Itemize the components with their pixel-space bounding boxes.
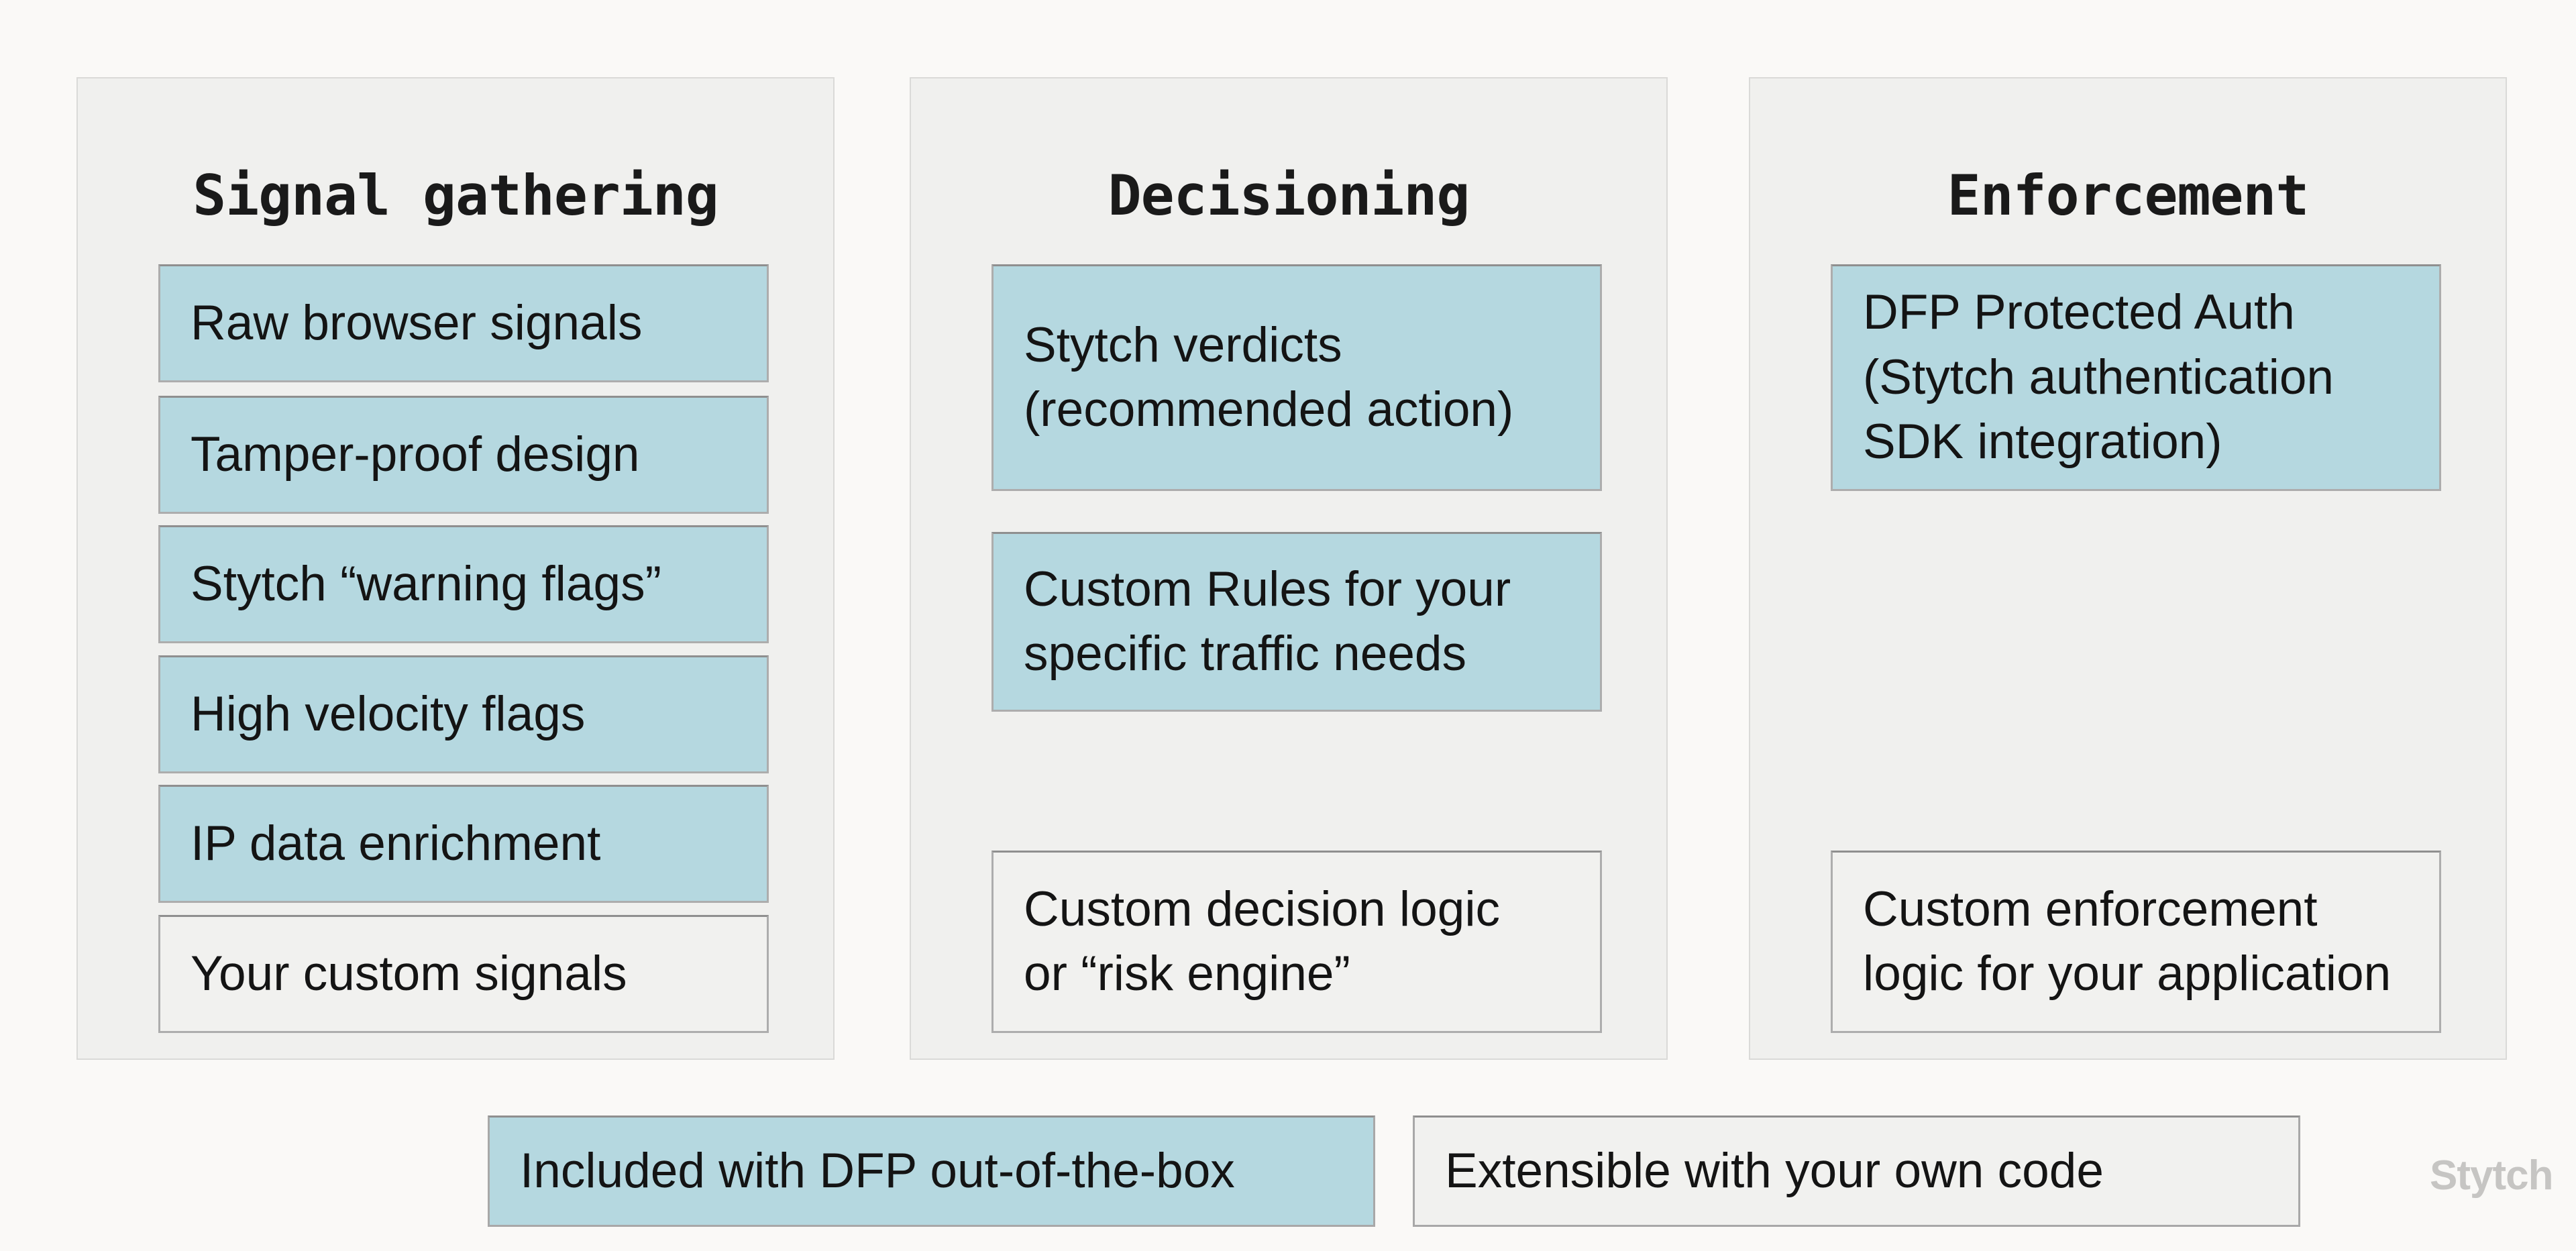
stytch-logo: Stytch [2430,1152,2553,1199]
panel-title-enforcement: Enforcement [1947,163,2310,228]
feature-box-custom-enforcement-logic: Custom enforcement logic for your applic… [1831,851,2441,1033]
feature-box-label: Tamper-proof design [191,427,640,482]
legend-extensible-label: Extensible with your own code [1445,1144,2104,1199]
legend-included-label: Included with DFP out-of-the-box [520,1144,1235,1199]
feature-box-dfp-protected-auth: DFP Protected Auth (Stytch authenticatio… [1831,264,2441,491]
feature-box-label: Stytch verdicts (recommended action) [1024,317,1514,437]
panel-enforcement: Enforcement DFP Protected Auth (Stytch a… [1749,77,2507,1060]
feature-box-custom-decision-logic: Custom decision logic or “risk engine” [991,851,1602,1033]
legend-included-swatch: Included with DFP out-of-the-box [488,1116,1375,1227]
feature-box-high-velocity-flags: High velocity flags [158,655,769,773]
feature-box-raw-browser-signals: Raw browser signals [158,264,769,382]
feature-box-label: Your custom signals [191,946,627,1001]
legend-extensible-swatch: Extensible with your own code [1413,1116,2300,1227]
feature-box-your-custom-signals: Your custom signals [158,915,769,1033]
feature-box-label: Raw browser signals [191,295,643,350]
feature-box-label: DFP Protected Auth (Stytch authenticatio… [1863,285,2334,470]
panel-signal-gathering: Signal gathering Raw browser signals Tam… [76,77,835,1060]
panel-decisioning: Decisioning Stytch verdicts (recommended… [910,77,1668,1060]
feature-box-label: High velocity flags [191,686,586,741]
feature-box-custom-rules: Custom Rules for your specific traffic n… [991,532,1602,712]
feature-box-stytch-verdicts: Stytch verdicts (recommended action) [991,264,1602,491]
feature-box-label: Stytch “warning flags” [191,556,661,611]
panel-title-decisioning: Decisioning [1108,163,1470,228]
feature-box-label: Custom decision logic or “risk engine” [1024,881,1501,1001]
panel-title-signal-gathering: Signal gathering [193,163,719,228]
feature-box-label: Custom enforcement logic for your applic… [1863,881,2392,1001]
feature-box-label: IP data enrichment [191,816,601,871]
feature-box-stytch-warning-flags: Stytch “warning flags” [158,525,769,643]
feature-box-label: Custom Rules for your specific traffic n… [1024,561,1511,681]
feature-box-ip-data-enrichment: IP data enrichment [158,785,769,903]
feature-box-tamper-proof-design: Tamper-proof design [158,396,769,514]
